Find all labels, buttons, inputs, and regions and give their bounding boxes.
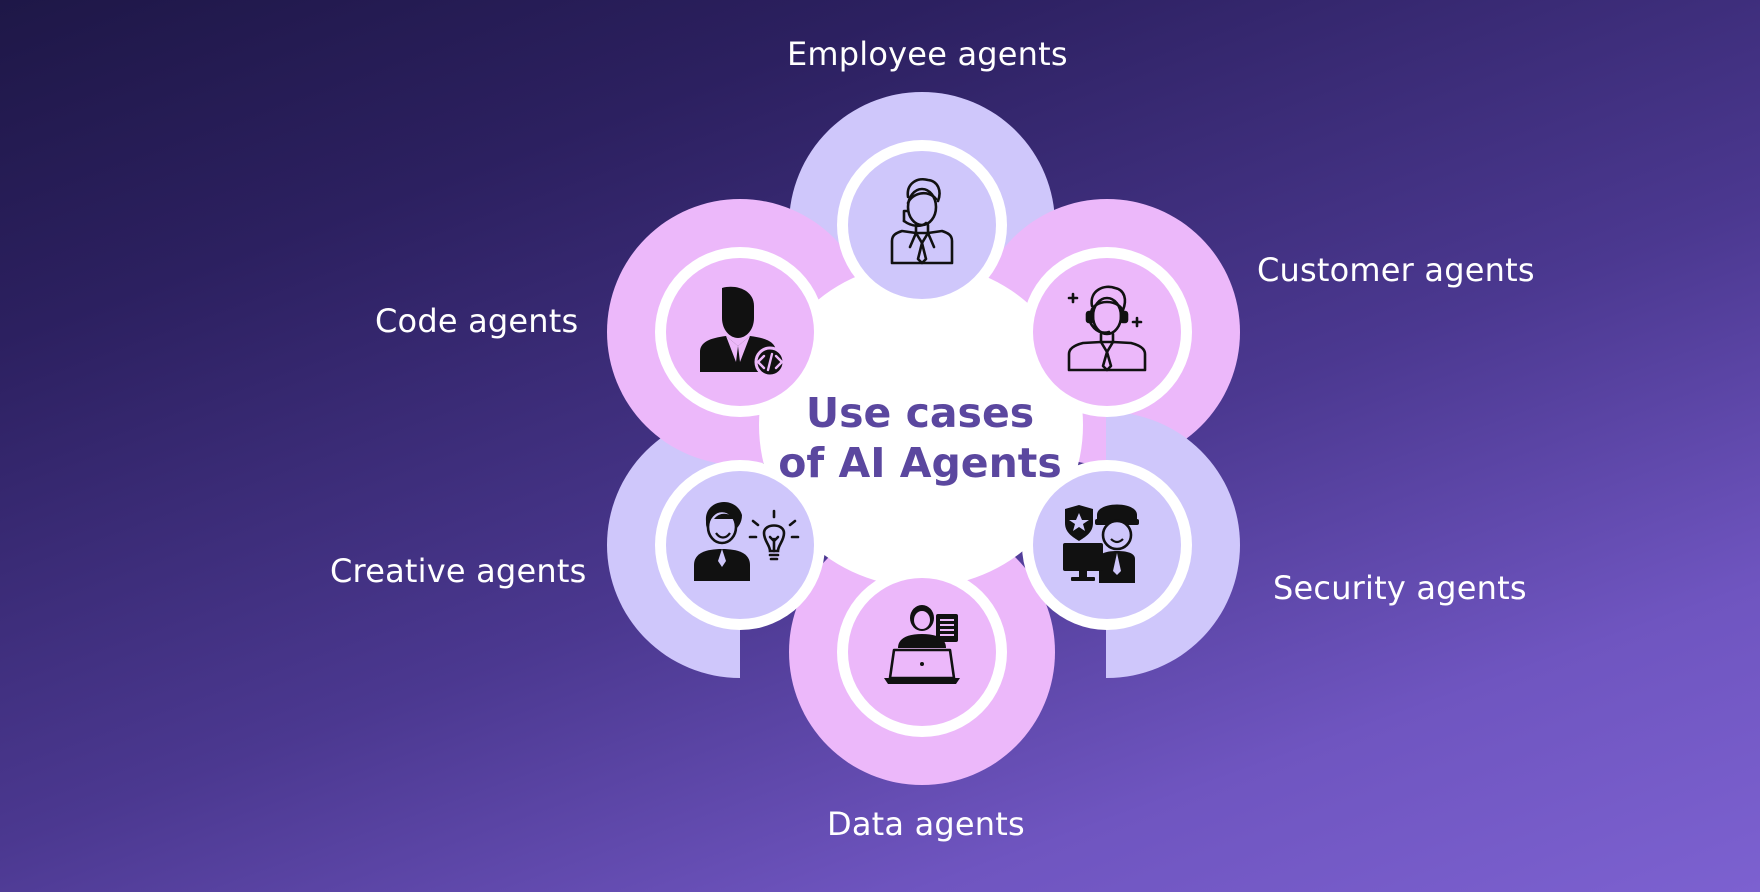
label-employee-agents: Employee agents: [787, 35, 1068, 73]
center-title-line2: of AI Agents: [778, 439, 1062, 487]
creative-agent-icon: [694, 502, 800, 581]
code-agent-icon: [700, 286, 786, 378]
customer-agent-icon: [1067, 285, 1147, 372]
employee-agent-icon: [890, 177, 954, 265]
data-agent-icon: [884, 605, 960, 684]
label-code-agents: Code agents: [375, 302, 579, 340]
label-data-agents: Data agents: [827, 805, 1025, 843]
diagram-center-title: Use cases of AI Agents: [760, 388, 1080, 488]
icon-layer: [694, 177, 1147, 684]
node-circle-creative: [666, 471, 814, 619]
center-disc: [759, 263, 1083, 587]
label-security-agents: Security agents: [1273, 569, 1527, 607]
label-customer-agents: Customer agents: [1257, 251, 1535, 289]
label-creative-agents: Creative agents: [330, 552, 587, 590]
center-title-line1: Use cases: [805, 389, 1035, 437]
security-agent-icon: [1063, 504, 1139, 583]
